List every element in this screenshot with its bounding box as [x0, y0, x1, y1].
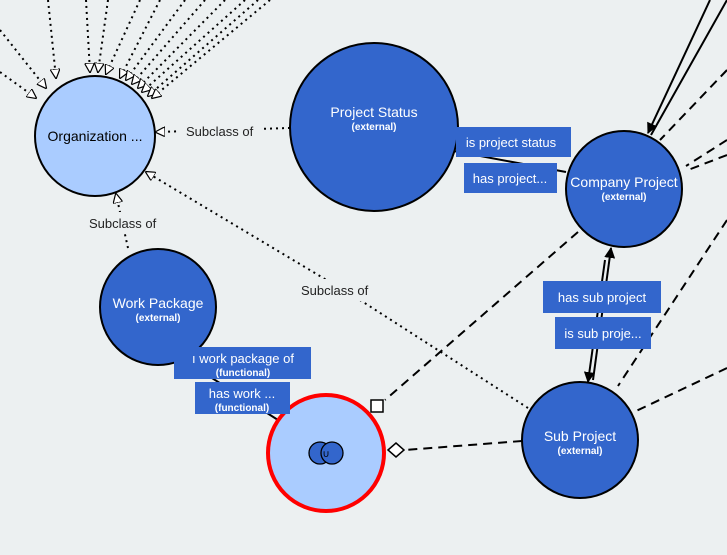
node-company-project-sublabel: (external)	[601, 192, 646, 203]
property-is-sub-project-label: is sub proje...	[564, 326, 641, 341]
edge-sub-to-company	[592, 246, 616, 381]
edge-company-in-2	[647, 0, 711, 134]
node-work-package[interactable]: Work Package (external)	[99, 248, 217, 366]
property-has-sub-project-label: has sub project	[558, 290, 647, 305]
property-has-work-label: has work ...	[209, 386, 275, 401]
svg-text:∪: ∪	[322, 449, 329, 460]
property-has-sub-project[interactable]: has sub project	[543, 281, 661, 313]
node-union[interactable]: ∪	[266, 393, 386, 513]
property-work-package-of-label: ı work package of	[192, 351, 294, 366]
incoming-subclass-edges	[0, 0, 271, 98]
edge-label-subclass-subproject: Subclass of	[301, 283, 369, 298]
node-company-project-label: Company Project	[570, 174, 677, 190]
node-company-project[interactable]: Company Project (external)	[565, 130, 683, 248]
property-has-project[interactable]: has project...	[464, 163, 557, 193]
property-has-work-sublabel: (functional)	[215, 403, 269, 414]
edge-company-in-1	[650, 0, 727, 136]
node-project-status[interactable]: Project Status (external)	[289, 42, 459, 212]
node-work-package-label: Work Package	[113, 295, 204, 311]
property-work-package-of[interactable]: ı work package of (functional)	[174, 347, 311, 379]
node-organization-label: Organization ...	[48, 128, 143, 144]
property-has-work[interactable]: has work ... (functional)	[195, 382, 290, 414]
edge-sub-right	[633, 367, 727, 413]
edge-sub-union	[404, 440, 523, 451]
property-is-project-status[interactable]: is project status	[456, 127, 571, 157]
node-sub-project-sublabel: (external)	[557, 446, 602, 457]
property-has-project-label: has project...	[473, 171, 547, 186]
node-sub-project-label: Sub Project	[544, 428, 616, 444]
square-marker-icon	[370, 399, 384, 413]
edge-company-union	[384, 231, 579, 401]
node-organization[interactable]: Organization ...	[34, 75, 156, 197]
property-work-package-of-sublabel: (functional)	[216, 368, 270, 379]
node-work-package-sublabel: (external)	[135, 313, 180, 324]
edge-company-dash-2	[685, 139, 727, 167]
diamond-marker-icon	[386, 442, 406, 458]
edge-label-subclass-workpackage: Subclass of	[89, 216, 157, 231]
edge-company-dash-3	[687, 154, 727, 171]
edge-company-down-right	[617, 219, 727, 387]
node-project-status-sublabel: (external)	[351, 122, 396, 133]
edge-company-dash-1	[659, 69, 727, 141]
union-icon: ∪	[308, 441, 344, 465]
edge-label-subclass-status: Subclass of	[186, 124, 254, 139]
property-is-project-status-label: is project status	[466, 135, 557, 150]
node-sub-project[interactable]: Sub Project (external)	[521, 381, 639, 499]
node-project-status-label: Project Status	[330, 104, 417, 120]
property-is-sub-project[interactable]: is sub proje...	[555, 317, 651, 349]
